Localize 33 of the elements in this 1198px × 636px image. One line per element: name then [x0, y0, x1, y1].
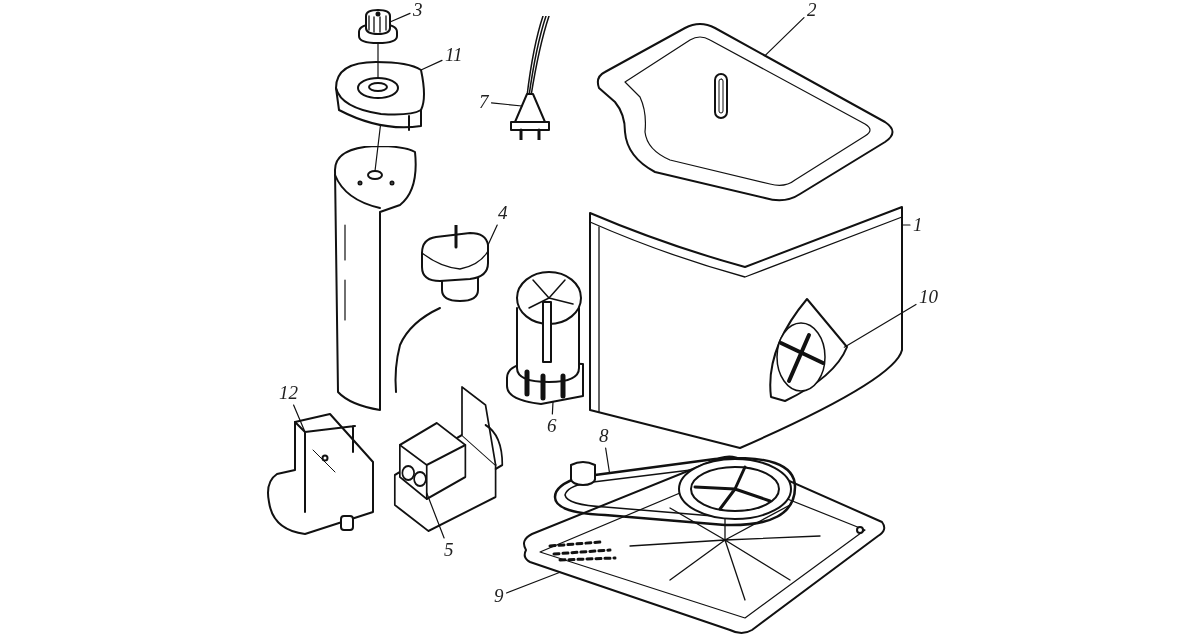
callout-number: 6	[546, 416, 558, 436]
callout-number: 1	[912, 215, 924, 235]
callout-number: 10	[918, 287, 939, 307]
leader-line	[505, 571, 561, 594]
belt-drive-drawing	[555, 458, 795, 526]
callout-number: 11	[444, 45, 464, 65]
callout-number: 2	[806, 0, 818, 20]
leader-line	[389, 12, 411, 23]
axis-line	[374, 124, 382, 172]
leader-line	[420, 59, 443, 71]
leader-line	[487, 224, 498, 246]
motor-drawing	[505, 268, 585, 408]
leader-line	[843, 303, 917, 348]
leader-line	[551, 401, 554, 415]
impeller-drawing	[770, 299, 847, 401]
leader-line	[605, 447, 611, 474]
callout-number: 3	[412, 0, 424, 20]
leader-line	[764, 16, 805, 57]
callout-number: 7	[478, 92, 490, 112]
callout-number: 4	[497, 203, 509, 223]
motor-drawing	[420, 225, 490, 303]
column-drawing	[333, 146, 419, 412]
axis-line	[377, 42, 379, 79]
callout-number: 5	[443, 540, 455, 560]
switch-box-drawing	[265, 412, 375, 537]
leader-line	[901, 224, 911, 226]
leader-line	[490, 102, 523, 107]
leader-line	[292, 404, 306, 433]
gear-drawing	[356, 6, 401, 44]
callout-number: 9	[493, 586, 505, 606]
callout-number: 8	[598, 426, 610, 446]
leader-line	[426, 492, 445, 539]
callout-number: 12	[278, 383, 299, 403]
